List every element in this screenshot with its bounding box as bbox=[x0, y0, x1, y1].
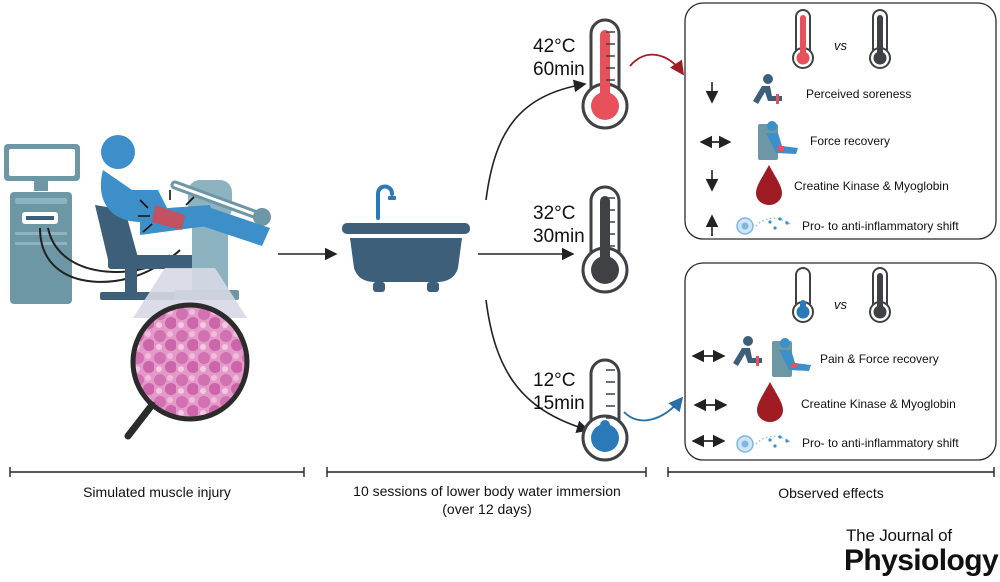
effect-inflammatory-shift-2: Pro- to anti-inflammatory shift bbox=[802, 436, 959, 450]
macrophage-icon bbox=[736, 217, 791, 235]
squat-person-icon bbox=[753, 74, 782, 104]
dynamometer-person-icon bbox=[758, 121, 798, 160]
cold-vs-label: vs bbox=[834, 297, 847, 312]
effect-ck-myoglobin: Creatine Kinase & Myoglobin bbox=[794, 179, 949, 193]
immersion-section-label: 10 sessions of lower body water immersio… bbox=[353, 483, 621, 517]
squat-person-icon-2 bbox=[733, 336, 762, 366]
journal-logo-line1: The Journal of bbox=[846, 526, 952, 545]
effects-section-label: Observed effects bbox=[778, 485, 884, 501]
thermometer-hot-icon bbox=[581, 18, 629, 130]
blood-drop-icon-2 bbox=[757, 382, 783, 422]
small-thermometer-hot-icon bbox=[792, 9, 814, 69]
effect-pain-force-recovery: Pain & Force recovery bbox=[820, 352, 939, 366]
dynamometer-illustration bbox=[4, 135, 271, 304]
effect-perceived-soreness: Perceived soreness bbox=[806, 87, 912, 101]
injury-section-label: Simulated muscle injury bbox=[83, 484, 231, 500]
bathtub-icon bbox=[342, 184, 470, 292]
effect-ck-myoglobin-2: Creatine Kinase & Myoglobin bbox=[801, 397, 956, 411]
muscle-biopsy-magnifier bbox=[124, 268, 250, 440]
journal-logo-line2: Physiology bbox=[844, 544, 999, 577]
hot-effect-arrows bbox=[699, 82, 732, 236]
hot-vs-label: vs bbox=[834, 38, 847, 53]
effect-inflammatory-shift: Pro- to anti-inflammatory shift bbox=[802, 219, 959, 233]
small-thermometer-cold-icon bbox=[792, 267, 814, 323]
small-thermometer-neutral-icon-2 bbox=[869, 267, 891, 323]
section-brackets bbox=[9, 467, 995, 477]
cold-effect-arrows bbox=[691, 349, 728, 448]
small-thermometer-neutral-icon bbox=[869, 9, 891, 69]
thermometer-cold-icon bbox=[581, 358, 629, 462]
thermometer-neutral-icon bbox=[581, 185, 629, 294]
blood-drop-icon bbox=[756, 165, 782, 205]
effect-force-recovery: Force recovery bbox=[810, 134, 891, 148]
dynamometer-person-icon-2 bbox=[772, 338, 811, 377]
macrophage-icon-2 bbox=[736, 435, 791, 453]
